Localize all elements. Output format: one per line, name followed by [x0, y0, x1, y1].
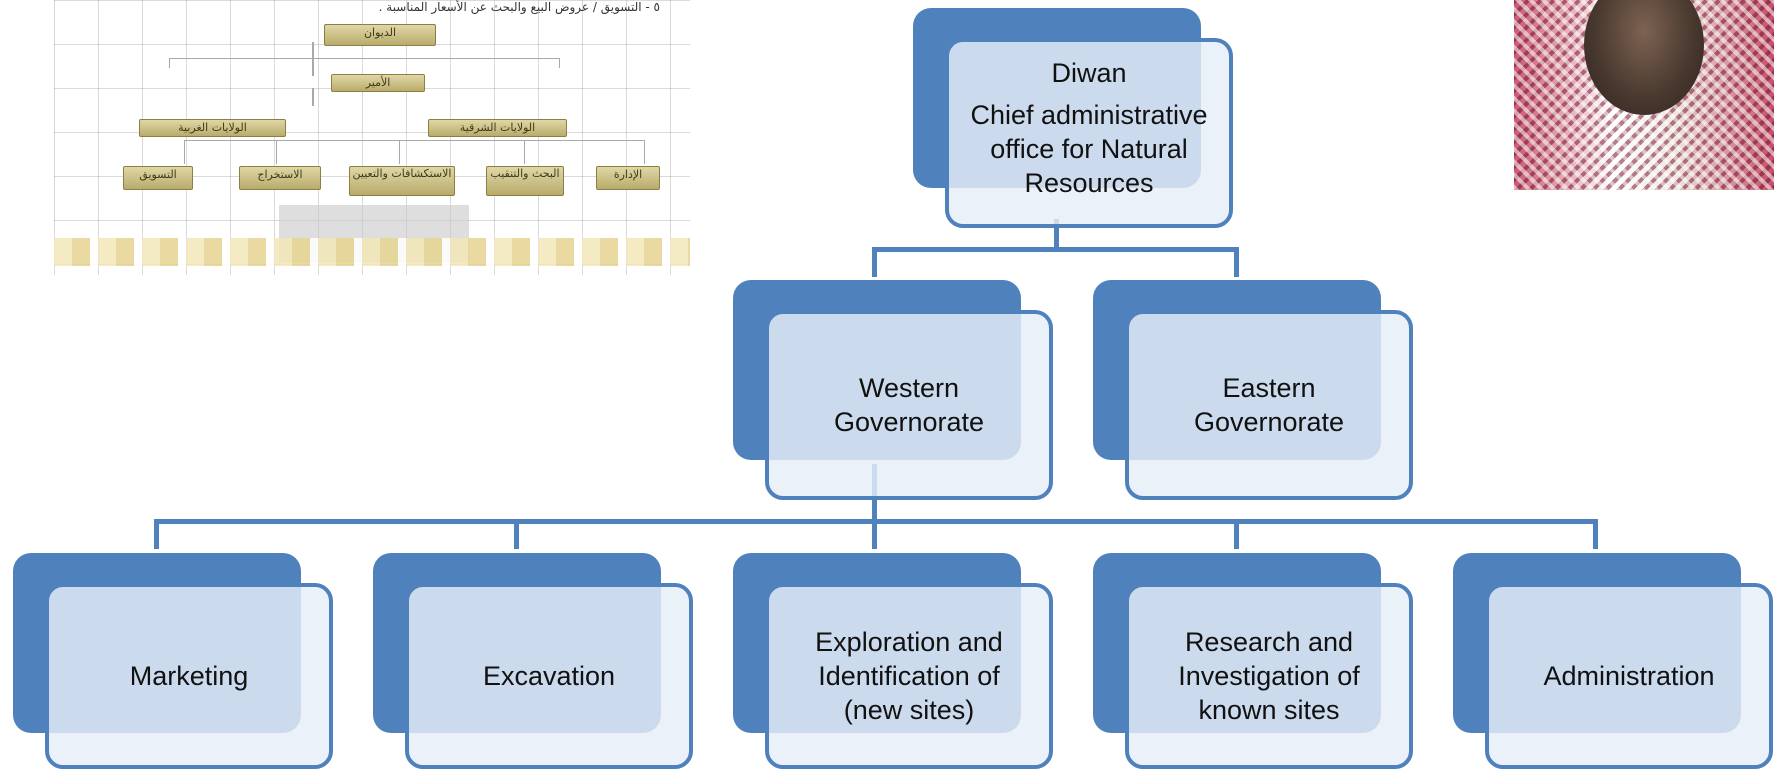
portrait-face	[1584, 0, 1704, 115]
connector-line	[1234, 519, 1239, 549]
node-card: Administration	[1485, 583, 1773, 769]
thumbnail-caption: ٥ - التسويق / عروض البيع والبحث عن الأسع…	[378, 0, 660, 14]
node-card: Western Governorate	[765, 310, 1053, 500]
thumbnail-connector	[559, 58, 560, 68]
thumbnail-connector	[184, 140, 185, 164]
node-label: Excavation	[482, 661, 616, 691]
connector-line	[872, 247, 1238, 252]
node-card: Excavation	[405, 583, 693, 769]
node-label: Research and Investigation of known site…	[1178, 627, 1360, 725]
thumbnail-box: التسويق	[123, 166, 193, 190]
node-card: Research and Investigation of known site…	[1125, 583, 1413, 769]
thumbnail-box: الولايات الغربية	[139, 119, 286, 137]
thumbnail-box: الأمير	[331, 74, 425, 92]
connector-line	[1593, 519, 1598, 549]
thumbnail-connector	[276, 140, 277, 164]
connector-line	[154, 519, 159, 549]
thumbnail-box: الولايات الشرقية	[428, 119, 567, 137]
thumbnail-connector	[169, 58, 559, 59]
connector-line	[1234, 247, 1239, 277]
thumbnail-ornament-band	[54, 238, 690, 266]
node-card: Diwan Chief administrative office for Na…	[945, 38, 1233, 228]
node-label: Western Governorate	[833, 373, 985, 437]
node-subtitle: Chief administrative office for Natural …	[970, 100, 1208, 198]
connector-line	[514, 519, 519, 549]
thumbnail-connector	[312, 42, 314, 76]
thumbnail-connector	[644, 140, 645, 164]
node-label: Marketing	[129, 661, 249, 691]
node-card: Eastern Governorate	[1125, 310, 1413, 500]
thumbnail-connector	[524, 140, 525, 164]
thumbnail-box: الديوان	[324, 24, 436, 46]
node-label: Exploration and Identification of (new s…	[815, 627, 1003, 725]
node-card: Exploration and Identification of (new s…	[765, 583, 1053, 769]
connector-line	[1054, 219, 1059, 249]
thumbnail-connector	[169, 58, 170, 68]
connector-line	[872, 247, 877, 277]
thumbnail-box: الإدارة	[596, 166, 660, 190]
thumbnail-box: الاستكشافات والتعيين	[349, 166, 455, 196]
thumbnail-connector	[312, 88, 314, 106]
portrait-photo	[1514, 0, 1774, 190]
thumbnail-box: الاستخراج	[239, 166, 321, 190]
node-label: Administration	[1543, 661, 1715, 691]
thumbnail-connector	[184, 140, 644, 141]
node-title: Diwan	[1051, 58, 1127, 88]
connector-line	[872, 519, 877, 549]
node-label: Eastern Governorate	[1193, 373, 1345, 437]
thumbnail-box: البحث والتنقيب	[486, 166, 564, 196]
arabic-org-chart-thumbnail: ٥ - التسويق / عروض البيع والبحث عن الأسع…	[54, 0, 690, 275]
thumbnail-connector	[399, 140, 400, 164]
node-card: Marketing	[45, 583, 333, 769]
